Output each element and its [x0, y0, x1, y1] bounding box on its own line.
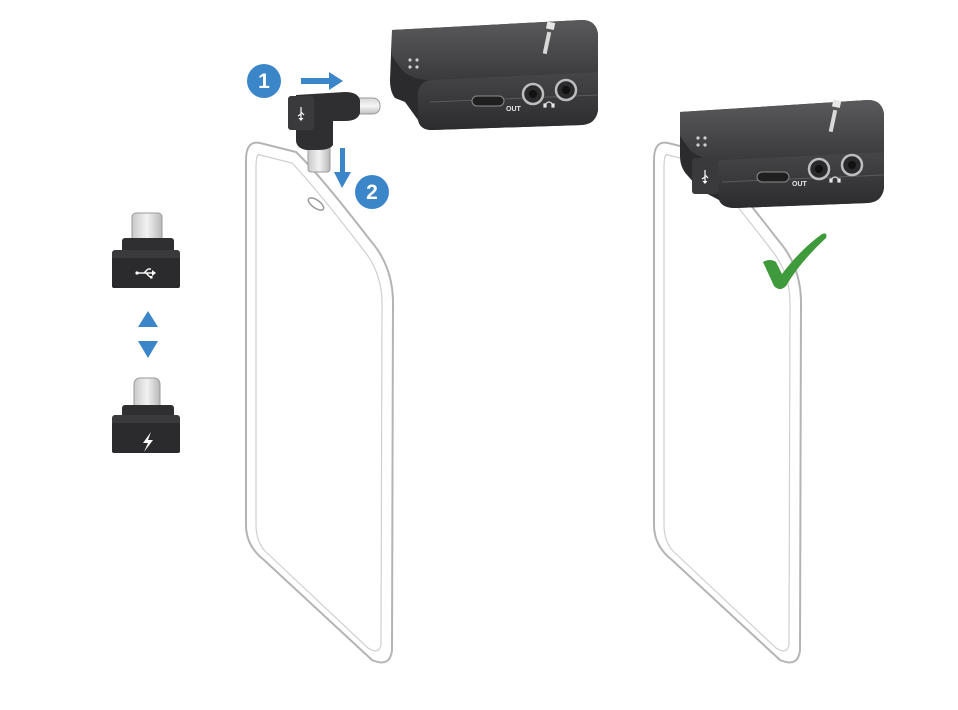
phone-port: [307, 197, 325, 211]
triangle-up-icon: [138, 311, 158, 327]
receiver-detached: OUT: [390, 20, 599, 130]
arrow-down-icon: [334, 148, 351, 188]
out-label-attached: OUT: [792, 181, 808, 188]
headphone-icon-attached: [829, 176, 841, 183]
phone-right: [653, 141, 803, 664]
indicator-dots: [408, 58, 419, 69]
receiver-attached: OUT: [680, 99, 885, 208]
usb-icon-attached: [701, 170, 709, 184]
phone-left: [245, 141, 395, 664]
headphone-icon: [543, 101, 555, 108]
out-label: OUT: [506, 106, 522, 113]
step-2-number: 2: [366, 181, 378, 204]
sennheiser-logo: [542, 21, 556, 55]
swap-indicator: [138, 311, 158, 358]
usb-c-adapter: [112, 212, 180, 288]
indicator-dots-attached: [696, 136, 707, 147]
usb-c-port-attached: [756, 171, 790, 183]
arrow-right-icon: [301, 72, 343, 90]
checkmark-icon: [763, 233, 827, 289]
adapter-in-motion: [288, 92, 381, 173]
triangle-down-icon: [138, 341, 158, 358]
usb-c-port: [471, 95, 505, 107]
usb-icon: [135, 268, 156, 279]
step-1-marker: 1: [247, 64, 281, 98]
lightning-icon: [143, 432, 153, 452]
step-2-marker: 2: [355, 175, 389, 209]
step-1-number: 1: [258, 70, 270, 93]
sennheiser-logo-attached: [828, 99, 842, 133]
lightning-adapter: [112, 377, 180, 453]
usb-icon-small: [297, 107, 305, 121]
